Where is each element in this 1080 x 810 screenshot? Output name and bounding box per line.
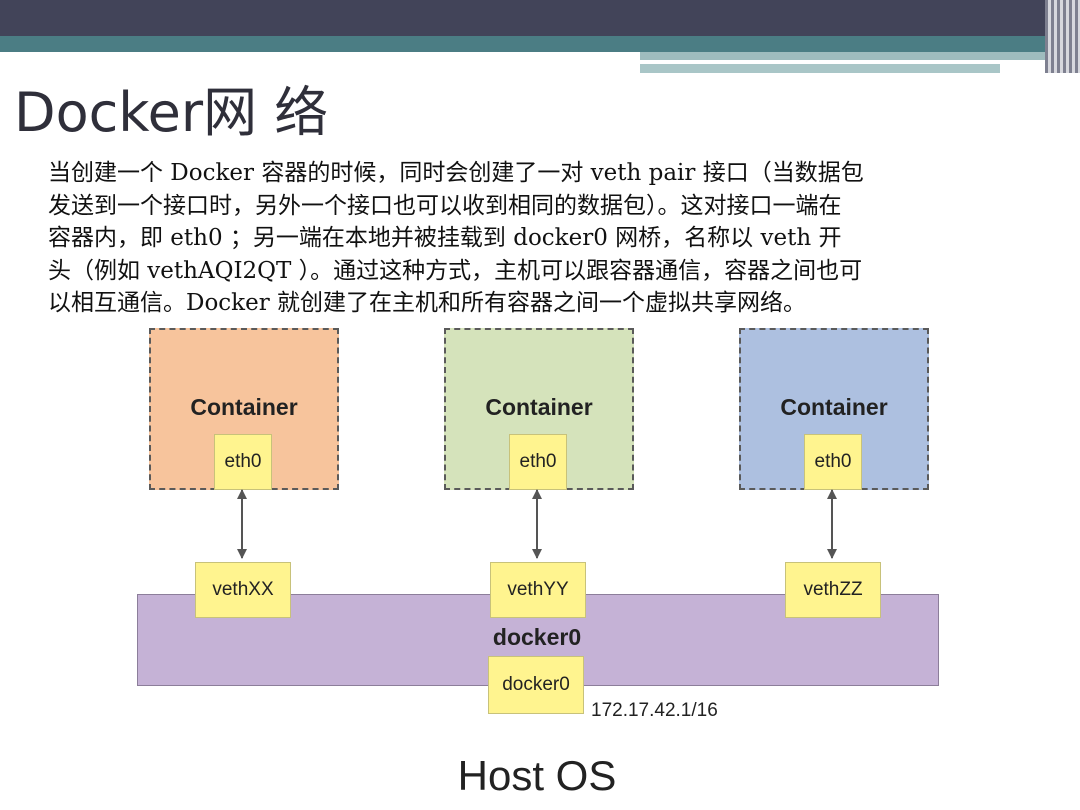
container-3-eth0: eth0	[804, 434, 862, 490]
paragraph-line: 发送到一个接口时，另外一个接口也可以收到相同的数据包）。这对接口一端在	[48, 192, 842, 219]
network-diagram: Container eth0 Container eth0 Container …	[97, 320, 957, 806]
header-bar-mint-lower	[640, 64, 1000, 73]
link-arrows	[237, 489, 837, 559]
paragraph-line: 头（例如 vethAQI2QT ）。通过这种方式，主机可以跟容器通信，容器之间也…	[48, 257, 863, 284]
docker0-interface: docker0	[488, 656, 584, 714]
host-os-label: Host OS	[457, 752, 617, 799]
header-bar-gap	[640, 60, 1000, 64]
description-paragraph: 当创建一个 Docker 容器的时候，同时会创建了一对 veth pair 接口…	[48, 157, 1008, 320]
container-3: Container eth0	[739, 328, 929, 490]
paragraph-line: 以相互通信。Docker 就创建了在主机和所有容器之间一个虚拟共享网络。	[48, 290, 807, 316]
veth-zz: vethZZ	[785, 562, 881, 618]
paragraph-line: 当创建一个 Docker 容器的时候，同时会创建了一对 veth pair 接口…	[48, 160, 864, 186]
header-stripes	[1045, 0, 1080, 73]
container-1-label: Container	[190, 394, 298, 420]
container-3-label: Container	[780, 394, 888, 420]
header-bar-dark	[0, 0, 1045, 36]
slide-title: Docker网 络	[14, 81, 329, 144]
veth-yy: vethYY	[490, 562, 586, 618]
container-2-eth0: eth0	[509, 434, 567, 490]
container-1-eth0: eth0	[214, 434, 272, 490]
container-1: Container eth0	[149, 328, 339, 490]
container-2-label: Container	[485, 394, 593, 420]
bridge-ip: 172.17.42.1/16	[591, 700, 718, 721]
header-bar-teal	[0, 36, 1045, 52]
bridge-label: docker0	[492, 624, 582, 650]
veth-xx: vethXX	[195, 562, 291, 618]
paragraph-line: 容器内，即 eth0 ；另一端在本地并被挂载到 docker0 网桥，名称以 v…	[48, 225, 842, 251]
header-bar-mint	[640, 52, 1045, 60]
